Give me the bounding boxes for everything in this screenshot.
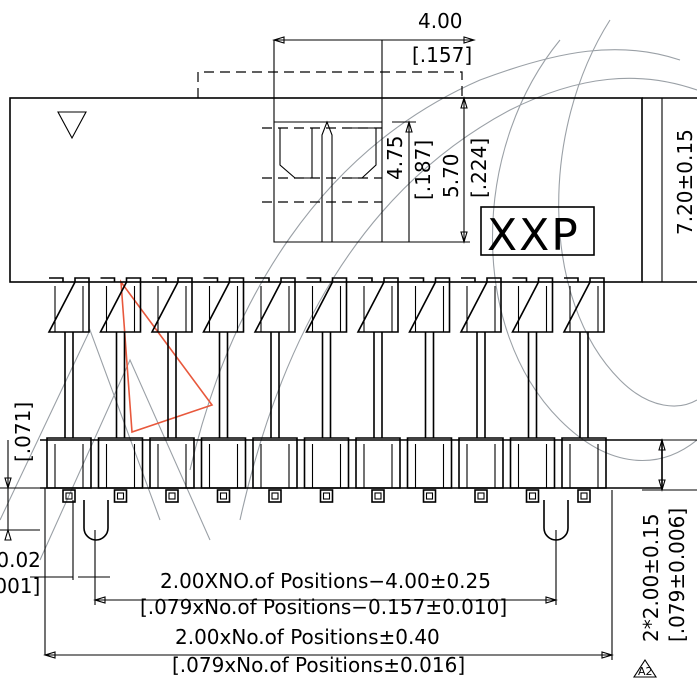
- revision-triangle-icon: [632, 658, 658, 678]
- dim-h-slot: 5.70: [439, 153, 463, 198]
- pin: [97, 277, 144, 503]
- pin: [46, 277, 92, 503]
- pin1-triangle-icon: [57, 111, 87, 140]
- pin: [355, 277, 401, 503]
- pin: [252, 277, 298, 503]
- pin: [561, 277, 607, 503]
- pin: [458, 277, 504, 503]
- dim-left: [.071]: [11, 402, 35, 462]
- pin: [149, 277, 195, 503]
- dim-width-top: 4.00: [418, 9, 463, 33]
- dim-h-inner: 4.75: [383, 135, 407, 180]
- pin: [200, 277, 247, 503]
- dimension-labels: 4.00 [.157] 4.75 [.187] 5.70 [.224] 7.20…: [0, 9, 697, 678]
- dimension-lines: [0, 36, 697, 678]
- pin: [406, 277, 453, 503]
- dim-pitch-height: 2*2.00±0.15: [639, 513, 663, 642]
- pin-array: [46, 277, 607, 503]
- dim-width-top-in: [.157]: [412, 43, 472, 67]
- revision-label: A2: [638, 665, 653, 678]
- dim-h-slot-in: [.224]: [467, 138, 491, 198]
- logo-text: XXP: [487, 210, 580, 261]
- dim-span-outer: 2.00xNo.of Positions±0.40: [175, 625, 440, 649]
- dim-span-inner-in: [.079xNo.of Positions−0.157±0.010]: [140, 595, 507, 619]
- dim-pitch-height-in: [.079±0.006]: [665, 508, 689, 642]
- pin: [303, 277, 350, 503]
- pin: [509, 277, 556, 503]
- connector-housing: [9, 40, 697, 283]
- dim-left-tol: .0.02: [0, 548, 41, 572]
- highlight-mark: [120, 279, 214, 434]
- dim-span-outer-in: [.079xNo.of Positions±0.016]: [172, 653, 465, 677]
- dim-h-inner-in: [.187]: [411, 140, 435, 200]
- dim-span-inner: 2.00XNO.of Positions−4.00±0.25: [160, 569, 491, 593]
- dim-left-tol-in: .001]: [0, 574, 40, 598]
- dim-h-total: 7.20±0.15: [673, 129, 697, 235]
